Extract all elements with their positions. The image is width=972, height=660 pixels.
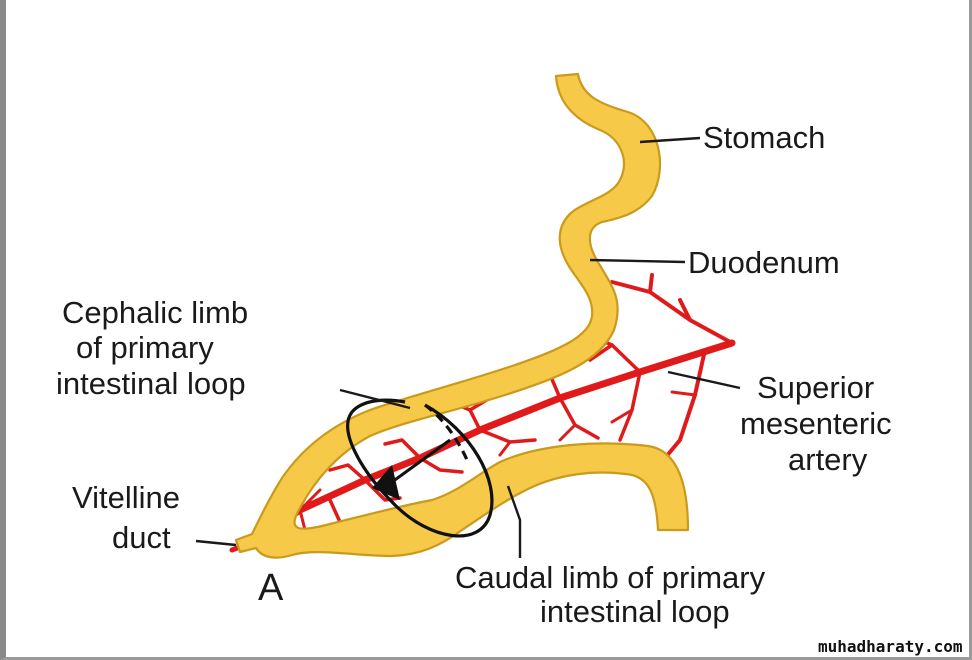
watermark: muhadharaty.com xyxy=(818,637,963,656)
artery-label-line1: Superior xyxy=(757,370,874,405)
artery-label-line3: artery xyxy=(788,442,868,477)
stomach-shape xyxy=(234,72,690,559)
stomach-label: Stomach xyxy=(703,120,825,155)
gut-tube xyxy=(234,72,690,559)
artery-leader xyxy=(667,370,741,390)
cephalic-leader xyxy=(339,388,411,410)
cephalic-limb-label-line3: intestinal loop xyxy=(56,366,246,401)
rotation-arrow xyxy=(346,398,494,538)
cephalic-limb-label-line1: Cephalic limb xyxy=(62,295,248,330)
caudal-leader xyxy=(506,485,522,558)
vitelline-duct-label-line1: Vitelline xyxy=(72,480,180,515)
caudal-limb-label-line1: Caudal limb of primary xyxy=(455,560,766,595)
panel-letter: A xyxy=(258,567,284,609)
duodenum-leader xyxy=(589,258,686,264)
vitelline-leader xyxy=(195,539,237,547)
duodenum-label: Duodenum xyxy=(688,245,840,280)
cephalic-limb-label-line2: of primary xyxy=(76,330,214,365)
artery-label-line2: mesenteric xyxy=(740,406,892,441)
stomach-leader xyxy=(639,136,701,144)
vitelline-duct-label-line2: duct xyxy=(112,520,171,555)
caudal-limb-label-line2: intestinal loop xyxy=(540,594,730,629)
